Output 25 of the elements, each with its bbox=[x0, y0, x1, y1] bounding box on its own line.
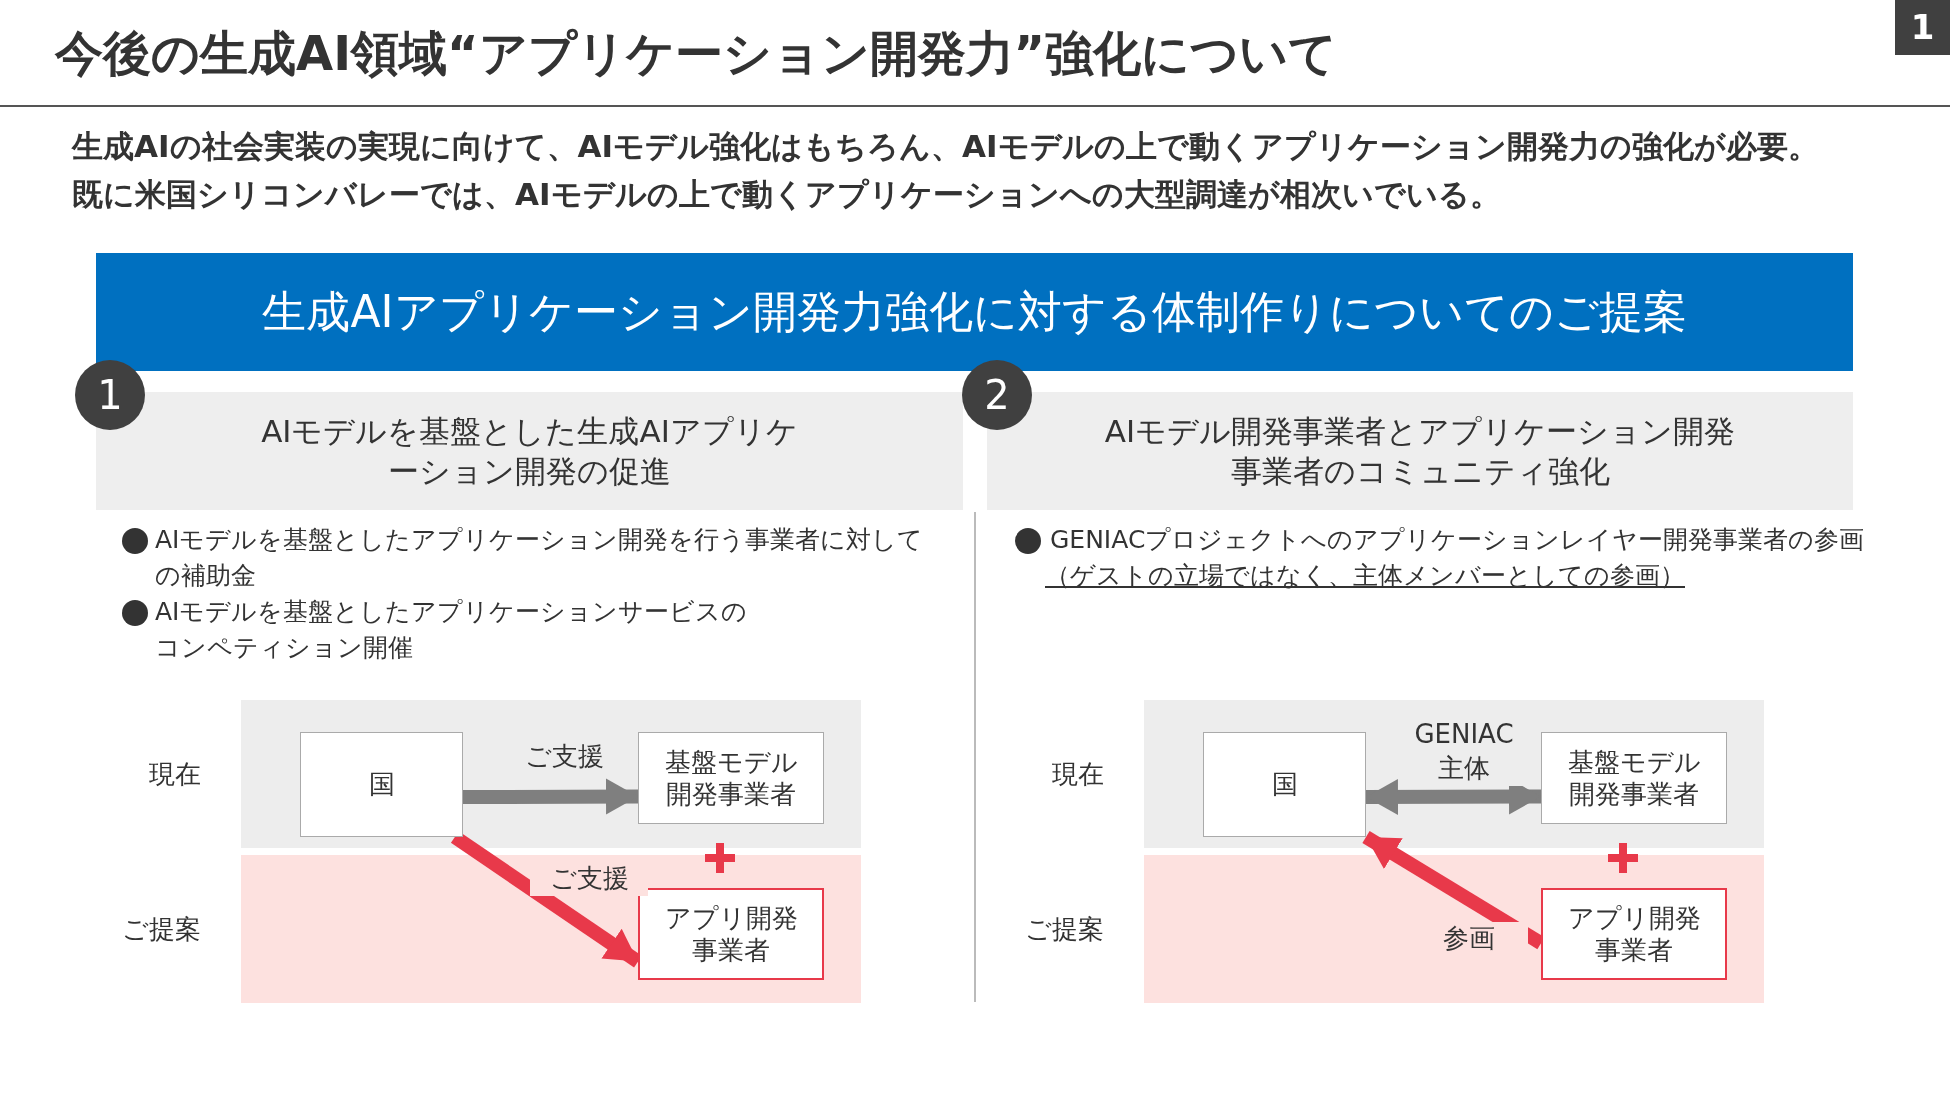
title-banner: 生成AIアプリケーション開発力強化に対する体制作りについてのご提案 bbox=[96, 253, 1853, 371]
page-number: 1 bbox=[1895, 0, 1950, 55]
row-label: ご提案 bbox=[122, 913, 201, 946]
lead-text: 生成AIの社会実装の実現に向けて、AIモデル強化はもちろん、AIモデルの上で動くアプリケーション開発力の強化が必要。既に米国シリコンバレーでは、AIモデルの上で動くアプリケーションへの大型調達が相次いでいる。 bbox=[72, 127, 1820, 214]
arrow bbox=[1365, 778, 1542, 815]
note-text: （ゲストの立場ではなく、主体メンバーとしての参画） bbox=[1045, 560, 1685, 592]
row-band bbox=[241, 700, 861, 848]
slide-title: 今後の生成AI領域“アプリケーション開発力”強化について bbox=[55, 24, 1338, 83]
entity-box: 基盤モデル開発事業者 bbox=[638, 732, 824, 824]
edge-label: ご支援 bbox=[530, 862, 648, 896]
entity-box: 国 bbox=[1203, 732, 1366, 837]
row-label: 現在 bbox=[1052, 758, 1104, 791]
bullet-text: GENIACプロジェクトへのアプリケーションレイヤー開発事業者の参画 bbox=[1050, 524, 1865, 556]
entity-box: 国 bbox=[300, 732, 463, 837]
row-band bbox=[241, 855, 861, 1003]
row-label: 現在 bbox=[149, 758, 201, 791]
bullet-text: AIモデルを基盤としたアプリケーション開発を行う事業者に対しての補助金 bbox=[155, 524, 925, 592]
row-label: ご提案 bbox=[1025, 913, 1104, 946]
entity-box: アプリ開発事業者 bbox=[638, 888, 824, 980]
arrow bbox=[462, 778, 639, 815]
step-number: 1 bbox=[75, 360, 145, 430]
entity-box: アプリ開発事業者 bbox=[1541, 888, 1727, 980]
entity-box: 基盤モデル開発事業者 bbox=[1541, 732, 1727, 824]
row-band bbox=[1144, 855, 1764, 1003]
bullet-text: AIモデルを基盤としたアプリケーションサービスのコンペティション開催 bbox=[155, 596, 749, 664]
